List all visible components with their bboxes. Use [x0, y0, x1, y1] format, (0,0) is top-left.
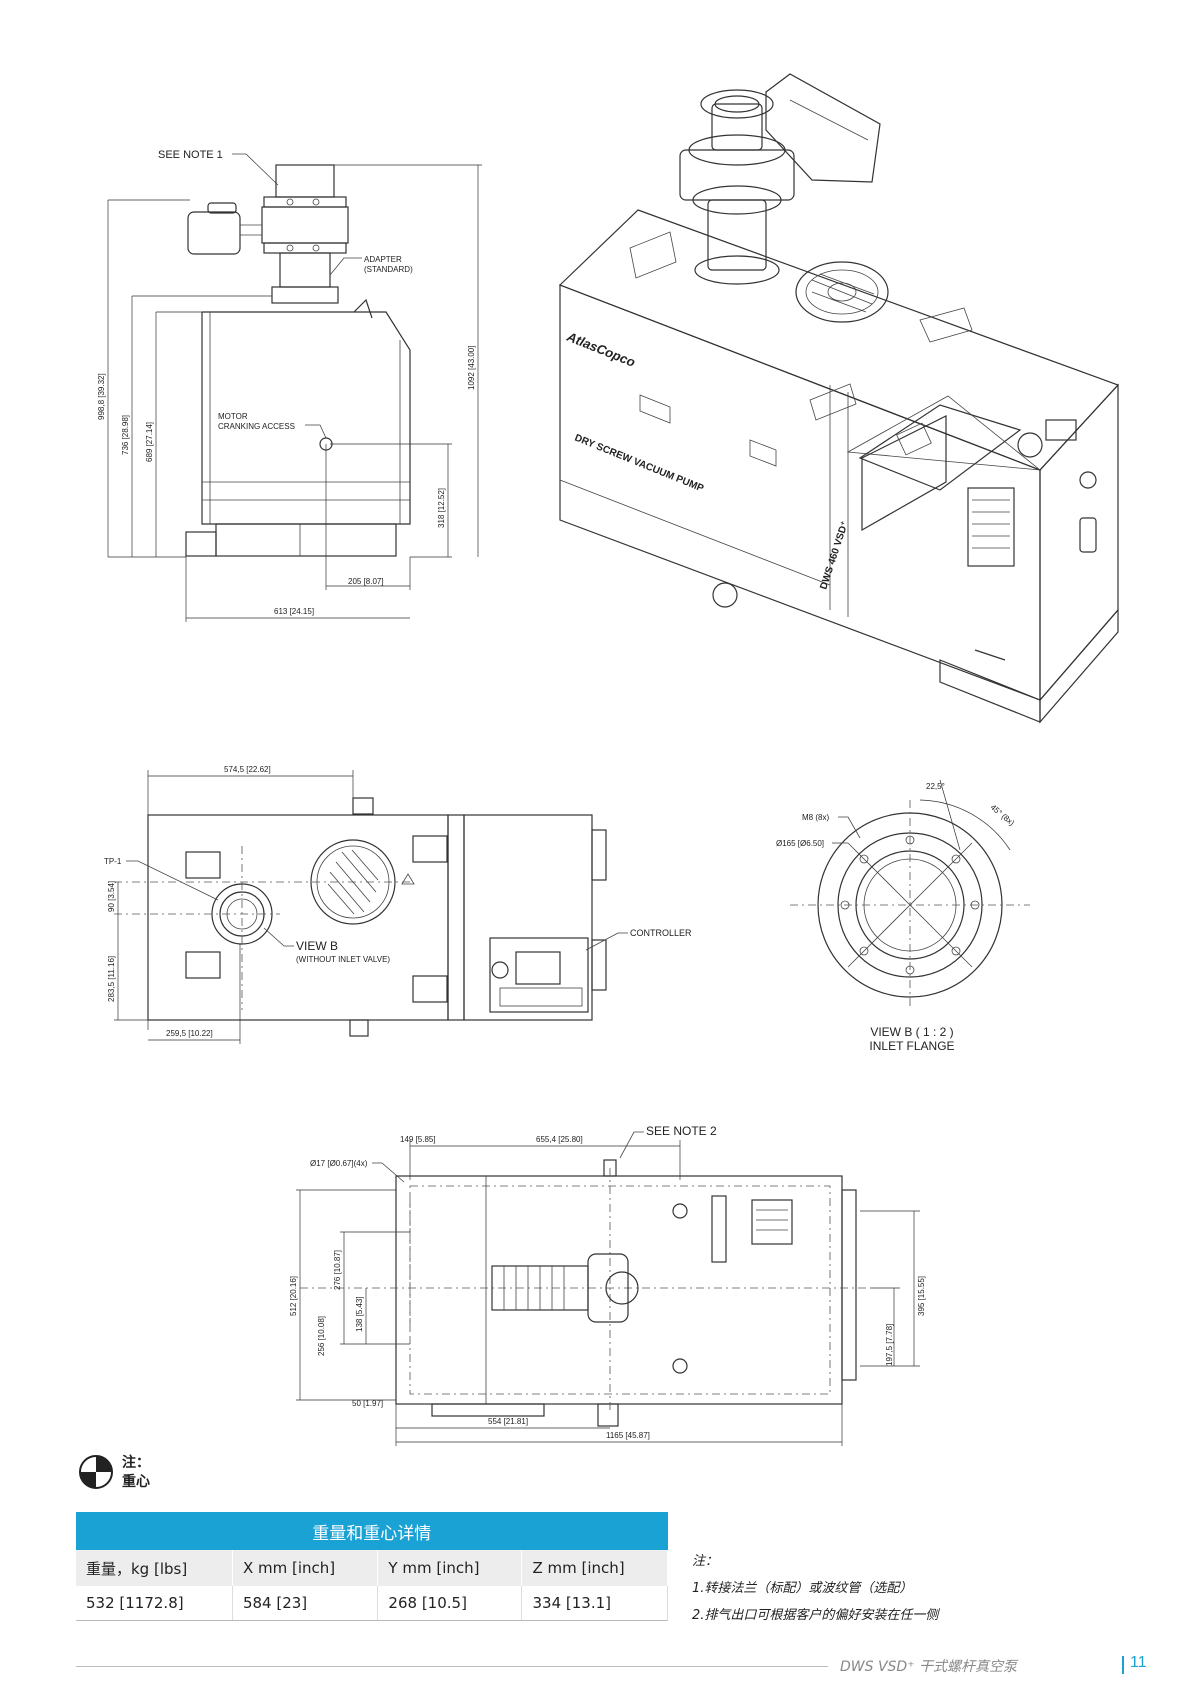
view-b-title: VIEW B ( 1 : 2 ) [870, 1025, 953, 1039]
dim-205: 205 [8.07] [348, 577, 384, 586]
inlet-flange-title: INLET FLANGE [869, 1039, 954, 1053]
footer-title: DWS VSD⁺ 干式螺杆真空泵 [840, 1659, 1018, 1675]
dim-613: 613 [24.15] [274, 607, 314, 616]
table-header-weight: 重量，kg [lbs] [76, 1550, 233, 1586]
pump-model-label: DWS 460 VSD⁺ [818, 520, 851, 591]
m8-label: M8 (8x) [802, 813, 829, 822]
legend-cg-label: 重心 [122, 1473, 150, 1489]
page-number: 11 [1130, 1654, 1147, 1671]
legend-note-label: 注： [122, 1454, 150, 1470]
dim-283: 283,5 [11.16] [107, 956, 116, 1002]
dim-736: 736 [28.98] [121, 415, 130, 455]
table-cell-x: 584 [23] [232, 1586, 379, 1621]
notes-title: 注： [692, 1554, 719, 1569]
without-inlet-valve-label: (WITHOUT INLET VALVE) [296, 955, 390, 964]
adapter-label: ADAPTER [364, 255, 402, 264]
dim-554: 554 [21.81] [488, 1417, 528, 1426]
dim-256: 256 [10.08] [317, 1316, 326, 1356]
motor-label: MOTOR [218, 412, 248, 421]
weight-cg-table: 重量和重心详情 重量，kg [lbs] X mm [inch] Y mm [in… [76, 1512, 668, 1621]
center-of-gravity-icon [79, 1455, 113, 1489]
pump-name-label: DRY SCREW VACUUM PUMP [573, 433, 706, 495]
note-2: 2.排气出口可根据客户的偏好安装在任一侧 [692, 1608, 939, 1623]
brand-logo: AtlasCopco [564, 328, 638, 369]
table-header-x: X mm [inch] [232, 1550, 379, 1586]
table-cell-weight: 532 [1172.8] [76, 1586, 233, 1621]
angle-45-label: 45° (8x) [989, 803, 1017, 828]
plan-view-drawing: SEE NOTE 2 149 [5.85] 655,4 [25.80] Ø17 … [289, 1124, 926, 1446]
table-header-y: Y mm [inch] [377, 1550, 523, 1586]
isometric-pump-view: AtlasCopco DRY SCREW VACUUM PUMP DWS 460… [558, 73, 1120, 724]
side-view-drawing: 574,5 [22.62] TP-1 90 [3.54] 283,5 [11 [104, 765, 692, 1044]
controller-label: CONTROLLER [630, 928, 692, 938]
table-title: 重量和重心详情 [76, 1512, 668, 1550]
note-1: 1.转接法兰（标配）或波纹管（选配） [692, 1581, 913, 1596]
dim-655: 655,4 [25.80] [536, 1135, 583, 1144]
center-of-gravity-legend: 注： 重心 [78, 1453, 150, 1491]
see-note-1-label: SEE NOTE 1 [158, 149, 223, 161]
table-header-z: Z mm [inch] [521, 1550, 668, 1586]
footer-separator [1122, 1656, 1124, 1674]
dim-50: 50 [1.97] [352, 1399, 383, 1408]
cranking-access-label: CRANKING ACCESS [218, 422, 295, 431]
dim-574: 574,5 [22.62] [224, 765, 271, 774]
dim-138: 138 [5.43] [355, 1296, 364, 1332]
dim-276: 276 [10.87] [333, 1250, 342, 1290]
d17-label: Ø17 [Ø0.67](4x) [310, 1159, 368, 1168]
dim-259: 259,5 [10.22] [166, 1029, 213, 1038]
dim-90: 90 [3.54] [107, 881, 116, 912]
dim-149: 149 [5.85] [400, 1135, 436, 1144]
table-cell-z: 334 [13.1] [521, 1586, 668, 1621]
front-elevation-drawing: SEE NOTE 1 ADAPTER (STANDARD) MOTOR CRAN… [97, 149, 482, 622]
dim-1092: 1092 [43.00] [467, 346, 476, 390]
dim-998: 998,8 [39.32] [97, 373, 106, 420]
view-b-flange-drawing: M8 (8x) Ø165 [Ø6.50] 22,5° 45° (8x) VIEW… [776, 779, 1030, 1053]
footer-rule [76, 1666, 828, 1667]
table-cell-y: 268 [10.5] [377, 1586, 523, 1621]
dim-318: 318 [12.52] [437, 488, 446, 528]
dim-1165: 1165 [45.87] [606, 1431, 650, 1440]
dim-512: 512 [20.16] [289, 1276, 298, 1316]
dim-689: 689 [27.14] [145, 422, 154, 462]
dim-395: 395 [15.55] [917, 1276, 926, 1316]
notes-block: 注： 1.转接法兰（标配）或波纹管（选配） 2.排气出口可根据客户的偏好安装在任… [692, 1548, 938, 1629]
tp1-label: TP-1 [104, 857, 122, 866]
adapter-standard-label: (STANDARD) [364, 265, 413, 274]
d165-label: Ø165 [Ø6.50] [776, 839, 824, 848]
angle-225-label: 22,5° [926, 782, 945, 791]
dim-197: 197,5 [7.78] [885, 1324, 894, 1366]
see-note-2-label: SEE NOTE 2 [646, 1124, 717, 1138]
view-b-label: VIEW B [296, 939, 338, 953]
